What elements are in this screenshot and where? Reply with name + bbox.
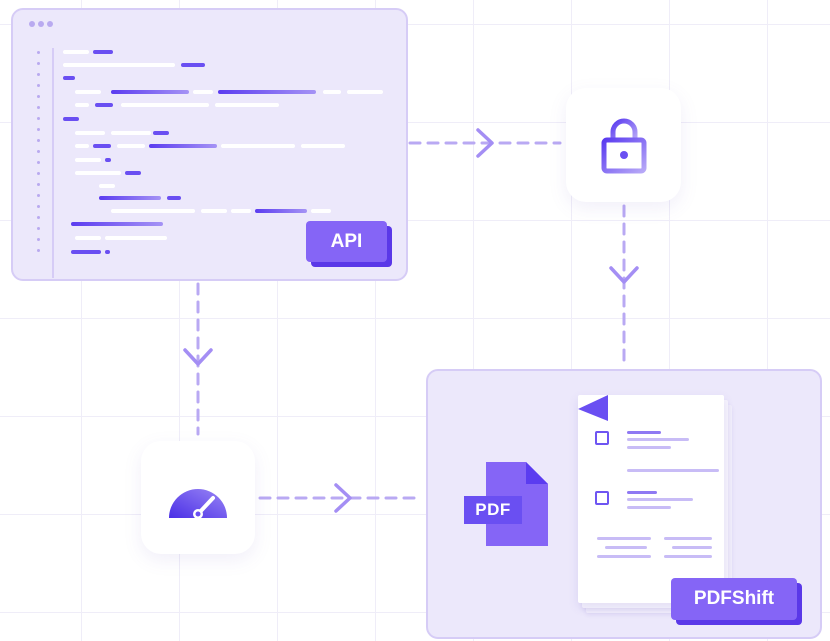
arrow-down-icon [183,348,213,366]
checkbox-icon [595,431,609,445]
pdfshift-label: PDFShift [671,578,797,620]
lock-icon [601,118,646,174]
arrow-down-icon [609,266,639,284]
code-gutter [52,48,54,278]
checkbox-icon [595,491,609,505]
pdf-file-text: PDF [475,500,511,519]
arrow-right-icon [334,483,352,513]
pdf-file-icon [464,462,548,546]
speedometer-card [141,441,255,554]
arrow-right-icon [476,128,494,158]
lock-card [566,88,681,202]
api-label: API [306,221,387,262]
speedometer-icon [169,488,227,519]
document-fold-icon [578,395,608,421]
